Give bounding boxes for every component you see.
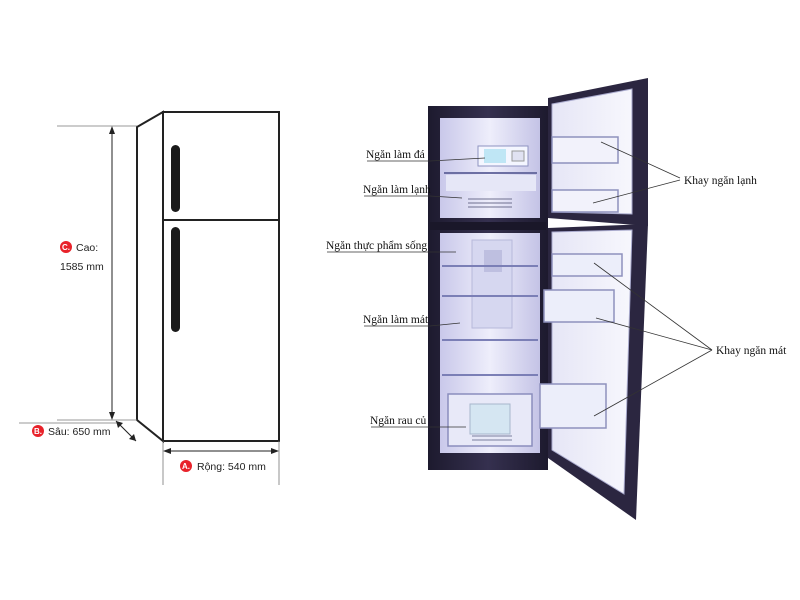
fridge-door-outline xyxy=(162,219,280,442)
width-dimension: A. Rộng: 540 mm xyxy=(162,441,280,485)
callout-freezer-door-tray: Khay ngăn lạnh xyxy=(592,141,757,204)
fridge-outline-drawing xyxy=(136,110,280,444)
freezer-handle xyxy=(171,145,180,212)
width-label: Rộng: 540 mm xyxy=(197,461,266,473)
depth-dimension: B. Sâu: 650 mm xyxy=(19,420,137,442)
callout-cooling: Ngăn làm mát xyxy=(363,314,461,327)
height-label: Cao: xyxy=(76,242,98,254)
callout-freezer: Ngăn làm lạnh xyxy=(363,184,463,199)
depth-badge xyxy=(32,425,44,437)
callout-vegetable: Ngăn rau củ xyxy=(370,415,466,428)
callout-fridge-door-tray-label: Khay ngăn mát xyxy=(716,345,787,357)
depth-label: Sâu: 650 mm xyxy=(48,426,111,438)
fridge-handle xyxy=(171,227,180,332)
fridge-side-face xyxy=(136,110,164,444)
height-badge-letter: C. xyxy=(62,243,70,252)
callout-cooling-label: Ngăn làm mát xyxy=(363,314,429,326)
depth-badge-letter: B. xyxy=(34,427,42,436)
callout-freezer-label: Ngăn làm lạnh xyxy=(363,184,431,196)
callout-freezer-door-tray-label: Khay ngăn lạnh xyxy=(684,175,757,187)
open-refrigerator-photo xyxy=(428,78,648,520)
callout-fresh-food-label: Ngăn thực phẩm sống xyxy=(326,239,427,252)
callout-ice-compartment-label: Ngăn làm đá xyxy=(366,149,425,161)
width-badge xyxy=(180,460,192,472)
callout-ice-compartment: Ngăn làm đá xyxy=(366,149,486,162)
width-badge-letter: A. xyxy=(182,462,190,471)
callout-fridge-door-tray: Khay ngăn mát xyxy=(593,262,787,417)
height-value: 1585 mm xyxy=(60,261,104,273)
freezer-interior xyxy=(440,118,540,218)
freezer-door-outline xyxy=(162,111,280,221)
height-dimension: C. Cao: 1585 mm xyxy=(57,125,137,421)
callout-fresh-food: Ngăn thực phẩm sống xyxy=(326,239,456,253)
height-badge xyxy=(60,241,72,253)
callout-vegetable-label: Ngăn rau củ xyxy=(370,415,426,427)
